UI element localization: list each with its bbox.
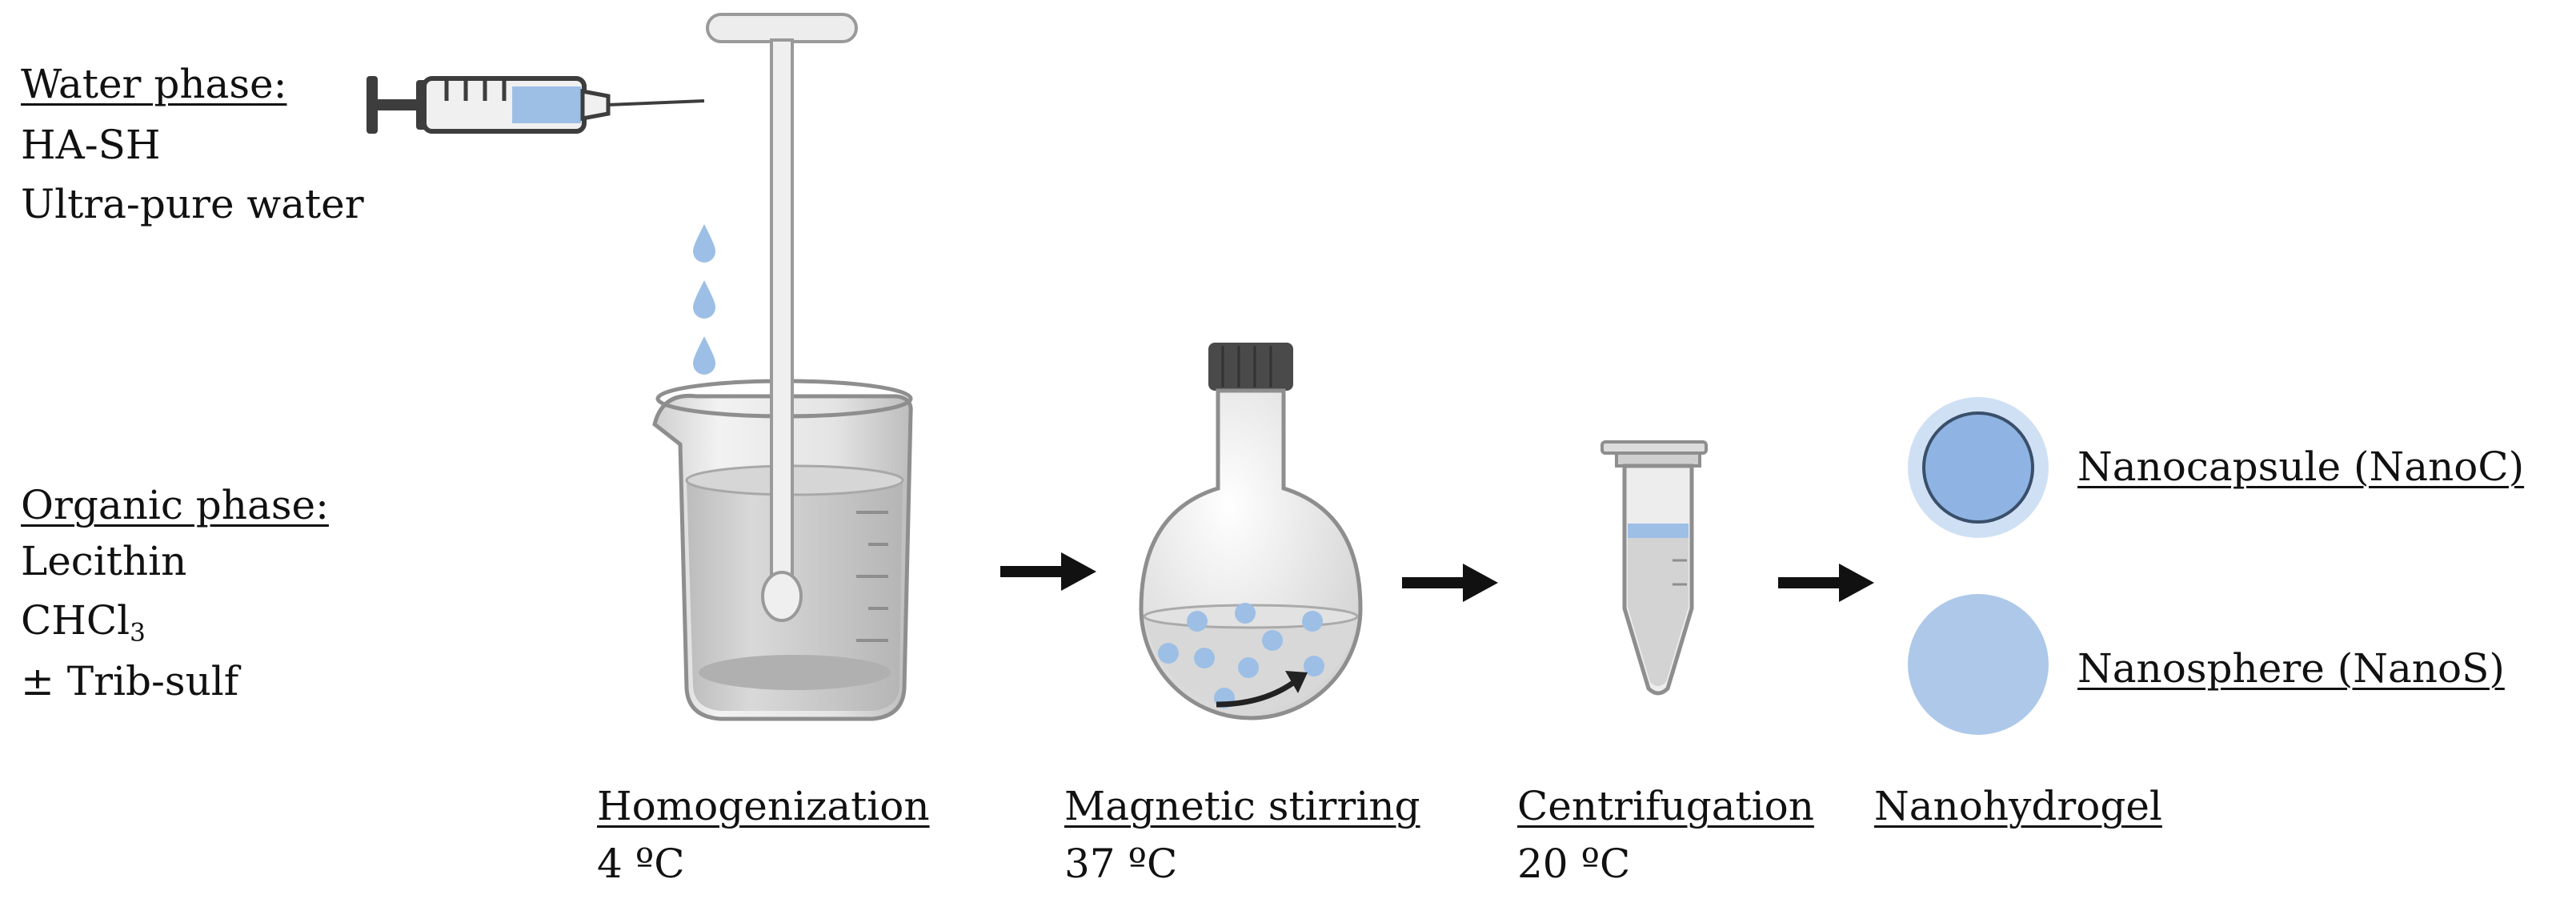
step-label-nanohydrogel: Nanohydrogel	[1874, 783, 2162, 829]
organic-phase-item: CHCl3	[21, 597, 146, 648]
water-phase-item: Ultra-pure water	[21, 181, 364, 227]
step-temperature: 37 ºC	[1064, 841, 1178, 887]
step-label-centrifugation: Centrifugation	[1517, 783, 1814, 829]
step-temperature: 4 ºC	[597, 841, 685, 887]
droplet-icon	[693, 224, 715, 375]
centrifuge-tube-icon	[1600, 440, 1708, 696]
organic-phase-item: ± Trib-sulf	[21, 658, 239, 704]
step-label-homogenization: Homogenization	[597, 783, 930, 829]
nanocapsule-icon	[1908, 397, 2049, 538]
syringe-icon	[367, 76, 705, 134]
step-temperature: 20 ºC	[1517, 841, 1631, 887]
arrow-icon	[1778, 564, 1874, 602]
water-phase-heading: Water phase:	[21, 61, 287, 107]
arrow-icon	[1402, 564, 1498, 602]
nanosphere-icon	[1908, 594, 2049, 735]
organic-phase-item: Lecithin	[21, 538, 187, 584]
product-label-nanocapsule: Nanocapsule (NanoC)	[2077, 443, 2525, 490]
arrow-icon	[1000, 552, 1096, 591]
water-phase-item: HA-SH	[21, 122, 161, 168]
organic-phase-heading: Organic phase:	[21, 482, 329, 528]
homogenizer-icon	[706, 13, 858, 622]
step-label-magnetic-stirring: Magnetic stirring	[1064, 783, 1420, 829]
product-label-nanosphere: Nanosphere (NanoS)	[2077, 645, 2505, 692]
round-flask-icon	[1139, 343, 1363, 720]
